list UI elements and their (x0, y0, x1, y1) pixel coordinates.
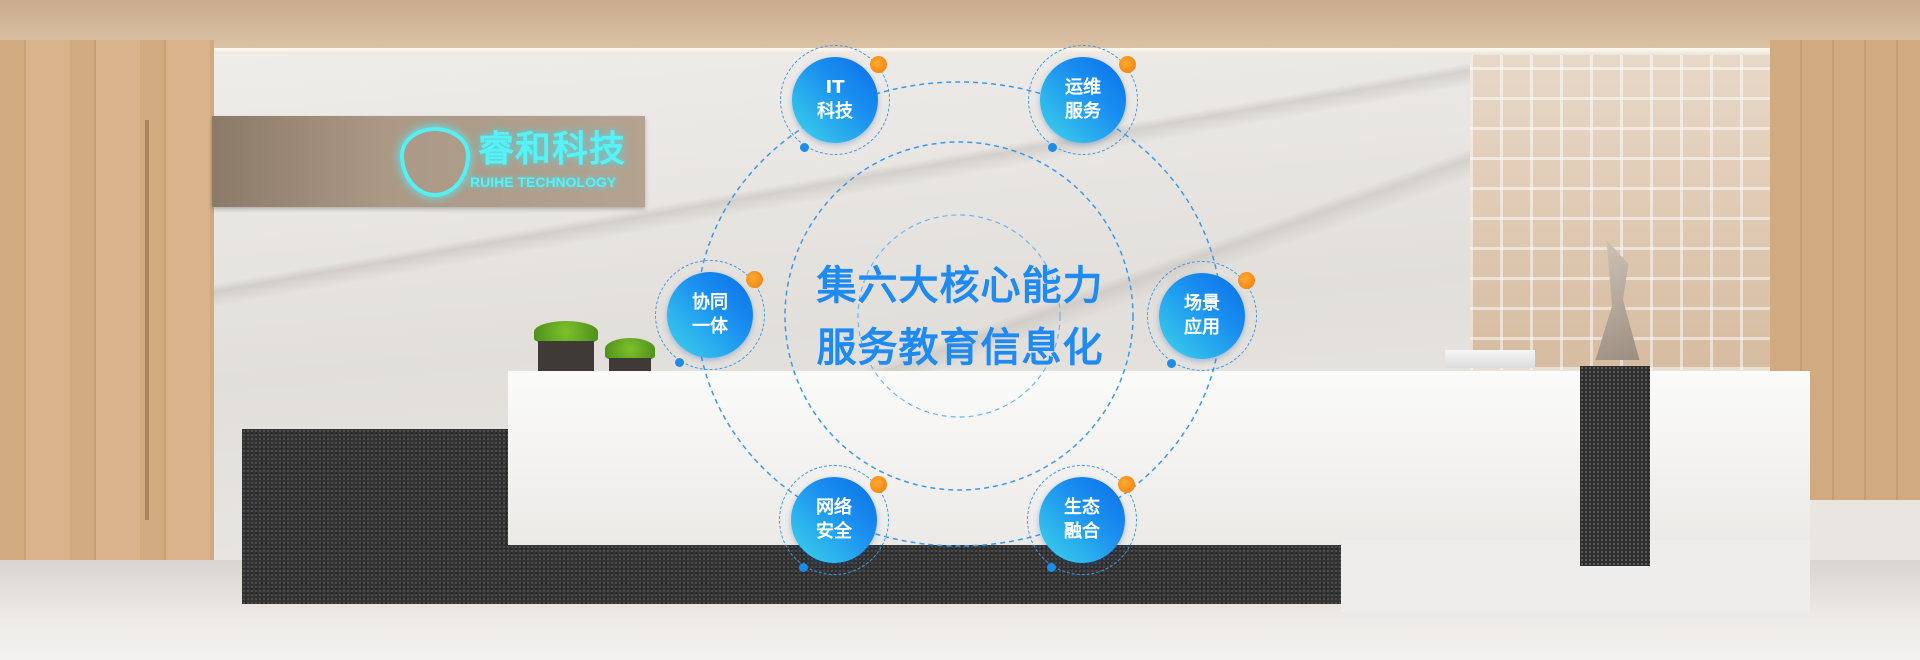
orange-dot-icon (746, 271, 763, 288)
node-ring (780, 45, 890, 155)
blue-dot-icon (1048, 143, 1057, 152)
door-edge (145, 120, 149, 520)
books (1445, 350, 1535, 368)
blue-dot-icon (1047, 563, 1056, 572)
capability-security: 网络安全 (791, 477, 877, 563)
node-ring (1147, 261, 1257, 371)
headline-line1: 集六大核心能力 (816, 263, 1104, 309)
capability-label: 场景 (1184, 293, 1220, 314)
node-ring (1028, 45, 1138, 155)
blue-dot-icon (800, 143, 809, 152)
orange-dot-icon (1238, 272, 1255, 289)
capability-it: IT 科技 (792, 57, 878, 143)
capability-ops: 运维服务 (1040, 57, 1126, 143)
headline-line2: 服务教育信息化 (816, 325, 1104, 371)
orange-dot-icon (870, 56, 887, 73)
capability-label: 安全 (816, 521, 852, 542)
capability-label: 一体 (692, 316, 728, 337)
plant-pot (605, 338, 655, 371)
capability-label: 应用 (1184, 317, 1220, 338)
capability-collab: 协同一体 (667, 272, 753, 358)
blue-dot-icon (1167, 359, 1176, 368)
logo-name-cn: 睿和科技 (478, 129, 627, 170)
capability-ecosystem: 生态融合 (1039, 477, 1125, 563)
orange-dot-icon (870, 476, 887, 493)
node-ring (779, 465, 889, 575)
node-ring (1027, 465, 1137, 575)
desk-base (1341, 540, 1810, 612)
orange-dot-icon (1118, 476, 1135, 493)
node-ring (655, 260, 765, 370)
shield-logo-icon (400, 127, 470, 197)
plant-pot (534, 321, 598, 371)
capability-label: 融合 (1064, 521, 1100, 542)
capability-label: 科技 (817, 101, 853, 122)
capability-label: 生态 (1064, 497, 1100, 518)
left-wood-wall (0, 40, 214, 560)
capability-label: 网络 (816, 497, 852, 518)
orange-dot-icon (1119, 56, 1136, 73)
capability-label: 协同 (692, 292, 728, 313)
logo-name-en: RUIHE TECHNOLOGY (470, 174, 617, 190)
blue-dot-icon (675, 358, 684, 367)
blue-dot-icon (799, 563, 808, 572)
capability-label: IT (825, 77, 845, 98)
headline: 集六大核心能力 服务教育信息化 (800, 255, 1120, 379)
capability-scene: 场景应用 (1159, 273, 1245, 359)
desk-pillar (1580, 366, 1650, 566)
capability-label: 运维 (1065, 77, 1101, 98)
capability-label: 服务 (1065, 101, 1101, 122)
wood-ceiling (0, 0, 1920, 50)
ceiling-light-strip (214, 48, 1770, 54)
